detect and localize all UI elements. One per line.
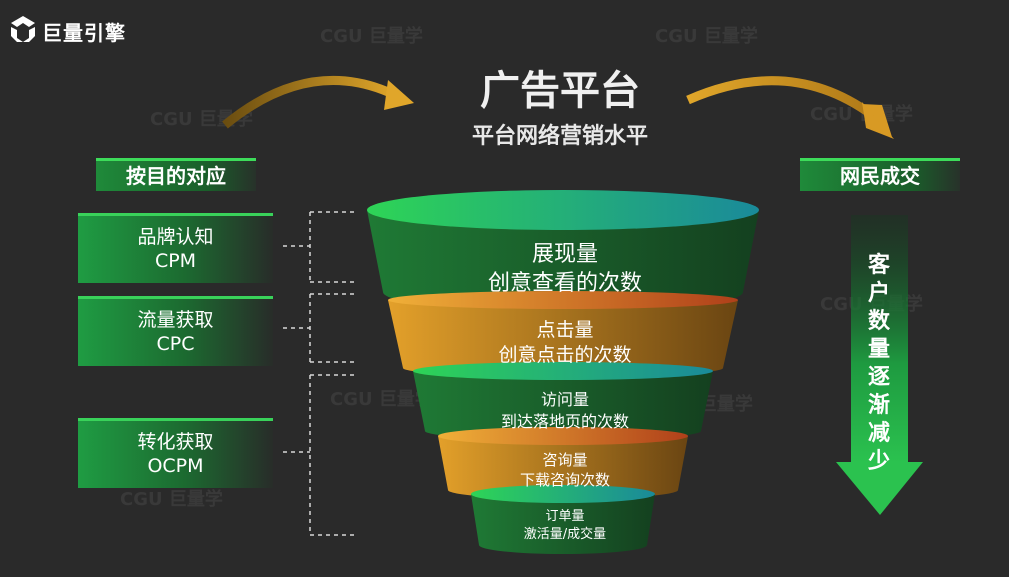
right-tag: 网民成交 xyxy=(800,158,960,191)
funnel-tier-body xyxy=(438,436,688,499)
page-subtitle: 平台网络营销水平 xyxy=(471,124,648,149)
funnel-label-impressions: 展现量创意查看的次数 xyxy=(487,242,642,296)
left-arrowhead xyxy=(384,80,414,110)
trend-text: 客户数量逐渐减少 xyxy=(864,252,894,476)
right-curve-arrow xyxy=(686,76,875,119)
funnel-tier-top xyxy=(413,362,713,380)
funnel-tier-top xyxy=(388,291,738,309)
funnel-tier-top xyxy=(438,427,688,445)
trend-char: 户 xyxy=(867,281,890,306)
funnel-tier-body xyxy=(388,300,738,377)
brand-logo: 巨量引擎 xyxy=(8,12,158,46)
funnel-tier-body xyxy=(367,210,759,312)
trend-char: 客 xyxy=(867,253,890,278)
funnel-label-clicks: 点击量创意点击的次数 xyxy=(498,319,632,366)
dashed-connectors xyxy=(283,211,355,536)
funnel-label-visits: 访问量到达落地页的次数 xyxy=(500,390,629,431)
funnel-tier-body xyxy=(413,371,713,440)
funnel xyxy=(367,190,759,554)
left-tag: 按目的对应 xyxy=(96,158,256,191)
goal-name: 品牌认知 xyxy=(137,226,214,248)
trend-char: 减 xyxy=(867,421,890,446)
goal-box-brand: 品牌认知 CPM xyxy=(78,213,273,283)
goal-metric: CPM xyxy=(154,250,197,272)
trend-char: 逐 xyxy=(867,365,890,390)
goal-box-traffic: 流量获取 CPC xyxy=(78,296,273,366)
funnel-label-orders: 订单量激活量/成交量 xyxy=(523,509,607,542)
goal-metric: OCPM xyxy=(147,455,204,477)
brand-name: 巨量引擎 xyxy=(42,21,126,45)
goal-name: 转化获取 xyxy=(137,431,214,453)
goal-box-conversion: 转化获取 OCPM xyxy=(78,418,273,488)
watermark: CGU 巨量学 xyxy=(655,26,758,47)
decrease-arrow xyxy=(836,215,923,515)
trend-char: 数 xyxy=(867,309,890,334)
trend-char: 渐 xyxy=(867,393,890,418)
goal-metric: CPC xyxy=(156,333,195,355)
page-title: 广告平台 xyxy=(480,68,640,114)
funnel-tier-body xyxy=(471,494,655,554)
funnel-tier-top xyxy=(367,190,759,230)
left-curve-arrow xyxy=(222,75,397,129)
funnel-tier-top xyxy=(471,485,655,503)
funnel-label-inquiries: 咨询量下载咨询次数 xyxy=(519,451,610,489)
trend-char: 少 xyxy=(867,449,890,474)
trend-char: 量 xyxy=(867,337,890,362)
tri-knot-logo-icon xyxy=(11,16,35,42)
watermark: CGU 巨量学 xyxy=(320,26,423,47)
watermark: CGU 巨量学 xyxy=(120,489,223,510)
goal-name: 流量获取 xyxy=(137,309,214,331)
